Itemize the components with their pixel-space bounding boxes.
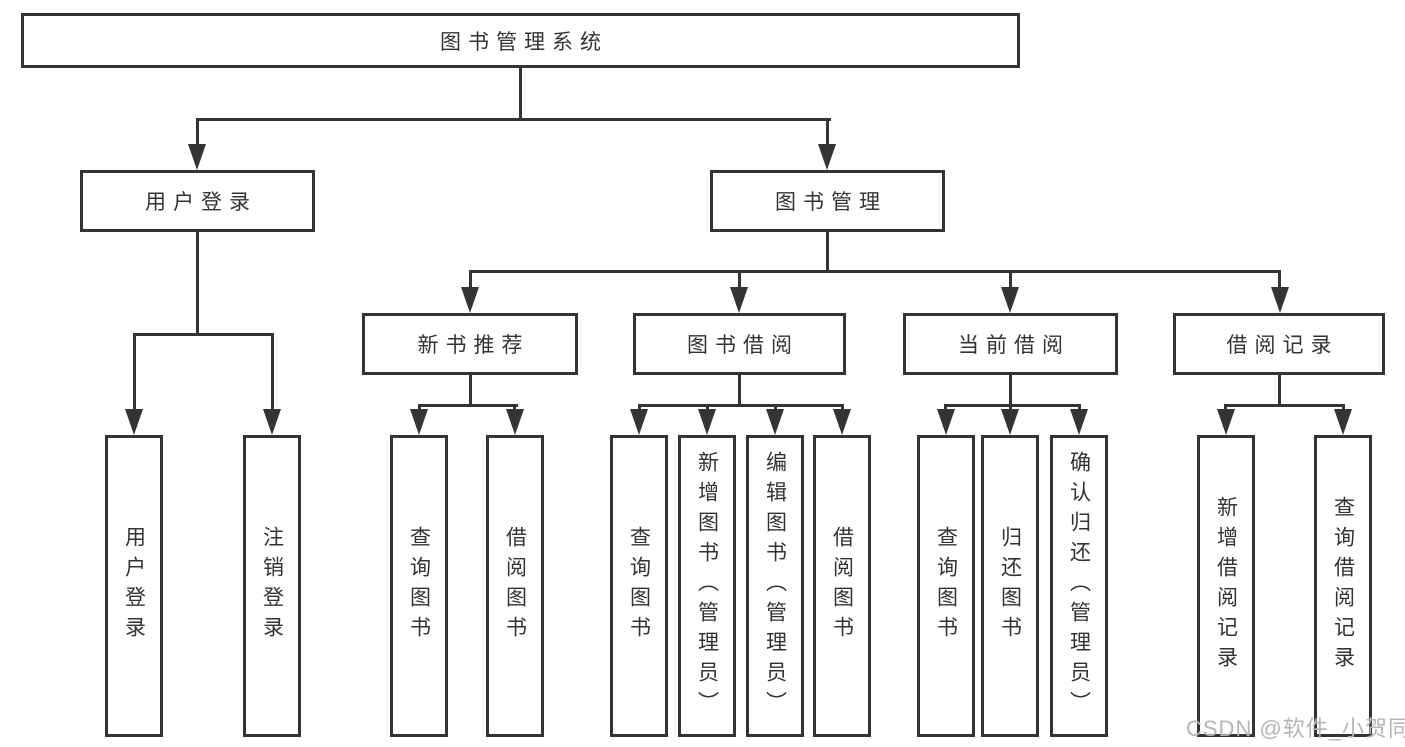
connector-line: [196, 118, 199, 146]
node-user-login: 用户登录: [80, 170, 315, 232]
arrowhead-down-icon: [766, 409, 784, 435]
leaf-current-query-books: 查询图书: [917, 435, 975, 737]
connector-line: [469, 375, 472, 407]
leaf-current-confirm-return-label: 确认归还（管理员）: [1067, 451, 1091, 721]
connector-line: [1009, 375, 1012, 407]
connector-line: [638, 404, 844, 407]
connector-line: [944, 404, 947, 413]
leaf-borrow-query-books: 查询图书: [610, 435, 668, 737]
arrowhead-down-icon: [937, 409, 955, 435]
connector-line: [826, 118, 829, 146]
connector-line: [196, 232, 199, 336]
arrowhead-down-icon: [1271, 287, 1289, 313]
arrowhead-down-icon: [410, 409, 428, 435]
connector-line: [1224, 404, 1345, 407]
leaf-current-return-books-label: 归还图书: [998, 526, 1022, 646]
leaf-newrec-borrow-books-label: 借阅图书: [503, 526, 527, 646]
leaf-borrow-add-books-label: 新增图书（管理员）: [695, 451, 719, 721]
arrowhead-down-icon: [1217, 409, 1235, 435]
arrowhead-down-icon: [1001, 409, 1019, 435]
connector-line: [1078, 404, 1081, 413]
leaf-logout-label: 注销登录: [260, 526, 284, 646]
connector-line: [1224, 404, 1227, 413]
watermark: CSDN @软件_小贺同学: [1186, 716, 1405, 741]
connector-line: [418, 404, 518, 407]
connector-line: [826, 232, 829, 273]
leaf-logout: 注销登录: [243, 435, 301, 737]
connector-line: [133, 333, 136, 411]
leaf-records-add-record: 新增借阅记录: [1197, 435, 1255, 737]
arrowhead-down-icon: [818, 144, 836, 170]
node-current-borrowing: 当前借阅: [903, 313, 1118, 375]
node-user-login-label: 用户登录: [145, 191, 257, 214]
connector-line: [1009, 404, 1012, 413]
connector-line: [418, 404, 421, 413]
connector-line: [774, 404, 777, 413]
leaf-records-add-record-label: 新增借阅记录: [1214, 496, 1238, 676]
connector-line: [469, 270, 472, 289]
connector-line: [197, 118, 831, 121]
leaf-current-confirm-return: 确认归还（管理员）: [1050, 435, 1108, 737]
leaf-borrow-borrow-books-label: 借阅图书: [830, 526, 854, 646]
node-book-management-label: 图书管理: [775, 191, 887, 214]
node-new-book-recommendation: 新书推荐: [362, 313, 578, 375]
leaf-borrow-borrow-books: 借阅图书: [813, 435, 871, 737]
connector-line: [944, 404, 1081, 407]
node-current-borrowing-label: 当前借阅: [958, 334, 1070, 357]
arrowhead-down-icon: [1070, 409, 1088, 435]
node-book-borrowing-label: 图书借阅: [687, 334, 799, 357]
leaf-newrec-query-books: 查询图书: [390, 435, 448, 737]
arrowhead-down-icon: [630, 409, 648, 435]
connector-line: [738, 375, 741, 407]
leaf-user-login-label: 用户登录: [122, 526, 146, 646]
leaf-borrow-edit-books-label: 编辑图书（管理员）: [763, 451, 787, 721]
connector-line: [1278, 270, 1281, 289]
arrowhead-down-icon: [188, 144, 206, 170]
arrowhead-down-icon: [125, 409, 143, 435]
connector-line: [738, 270, 741, 289]
node-borrowing-records-label: 借阅记录: [1226, 334, 1339, 357]
leaf-records-query-record-label: 查询借阅记录: [1331, 496, 1355, 676]
connector-line: [1342, 404, 1345, 413]
connector-line: [1009, 270, 1012, 289]
arrowhead-down-icon: [698, 409, 716, 435]
connector-line: [638, 404, 641, 413]
connector-line: [133, 333, 274, 336]
connector-line: [513, 404, 516, 413]
leaf-borrow-query-books-label: 查询图书: [627, 526, 651, 646]
leaf-borrow-add-books: 新增图书（管理员）: [678, 435, 736, 737]
arrowhead-down-icon: [461, 287, 479, 313]
arrowhead-down-icon: [263, 409, 281, 435]
leaf-current-return-books: 归还图书: [981, 435, 1039, 737]
leaf-user-login: 用户登录: [105, 435, 163, 737]
leaf-newrec-query-books-label: 查询图书: [407, 526, 431, 646]
connector-line: [519, 68, 522, 119]
arrowhead-down-icon: [730, 287, 748, 313]
leaf-current-query-books-label: 查询图书: [934, 526, 958, 646]
connector-line: [271, 333, 274, 411]
arrowhead-down-icon: [506, 409, 524, 435]
arrowhead-down-icon: [1334, 409, 1352, 435]
node-root-label: 图书管理系统: [440, 30, 608, 54]
node-root: 图书管理系统: [21, 13, 1020, 68]
leaf-records-query-record: 查询借阅记录: [1314, 435, 1372, 737]
node-new-book-recommendation-label: 新书推荐: [417, 334, 530, 357]
node-borrowing-records: 借阅记录: [1173, 313, 1385, 375]
connector-line: [469, 270, 1280, 273]
arrowhead-down-icon: [833, 409, 851, 435]
connector-line: [706, 404, 709, 413]
arrowhead-down-icon: [1001, 287, 1019, 313]
node-book-management: 图书管理: [710, 170, 945, 232]
node-book-borrowing: 图书借阅: [633, 313, 846, 375]
connector-line: [1278, 375, 1281, 407]
leaf-newrec-borrow-books: 借阅图书: [486, 435, 544, 737]
leaf-borrow-edit-books: 编辑图书（管理员）: [746, 435, 804, 737]
connector-line: [841, 404, 844, 413]
